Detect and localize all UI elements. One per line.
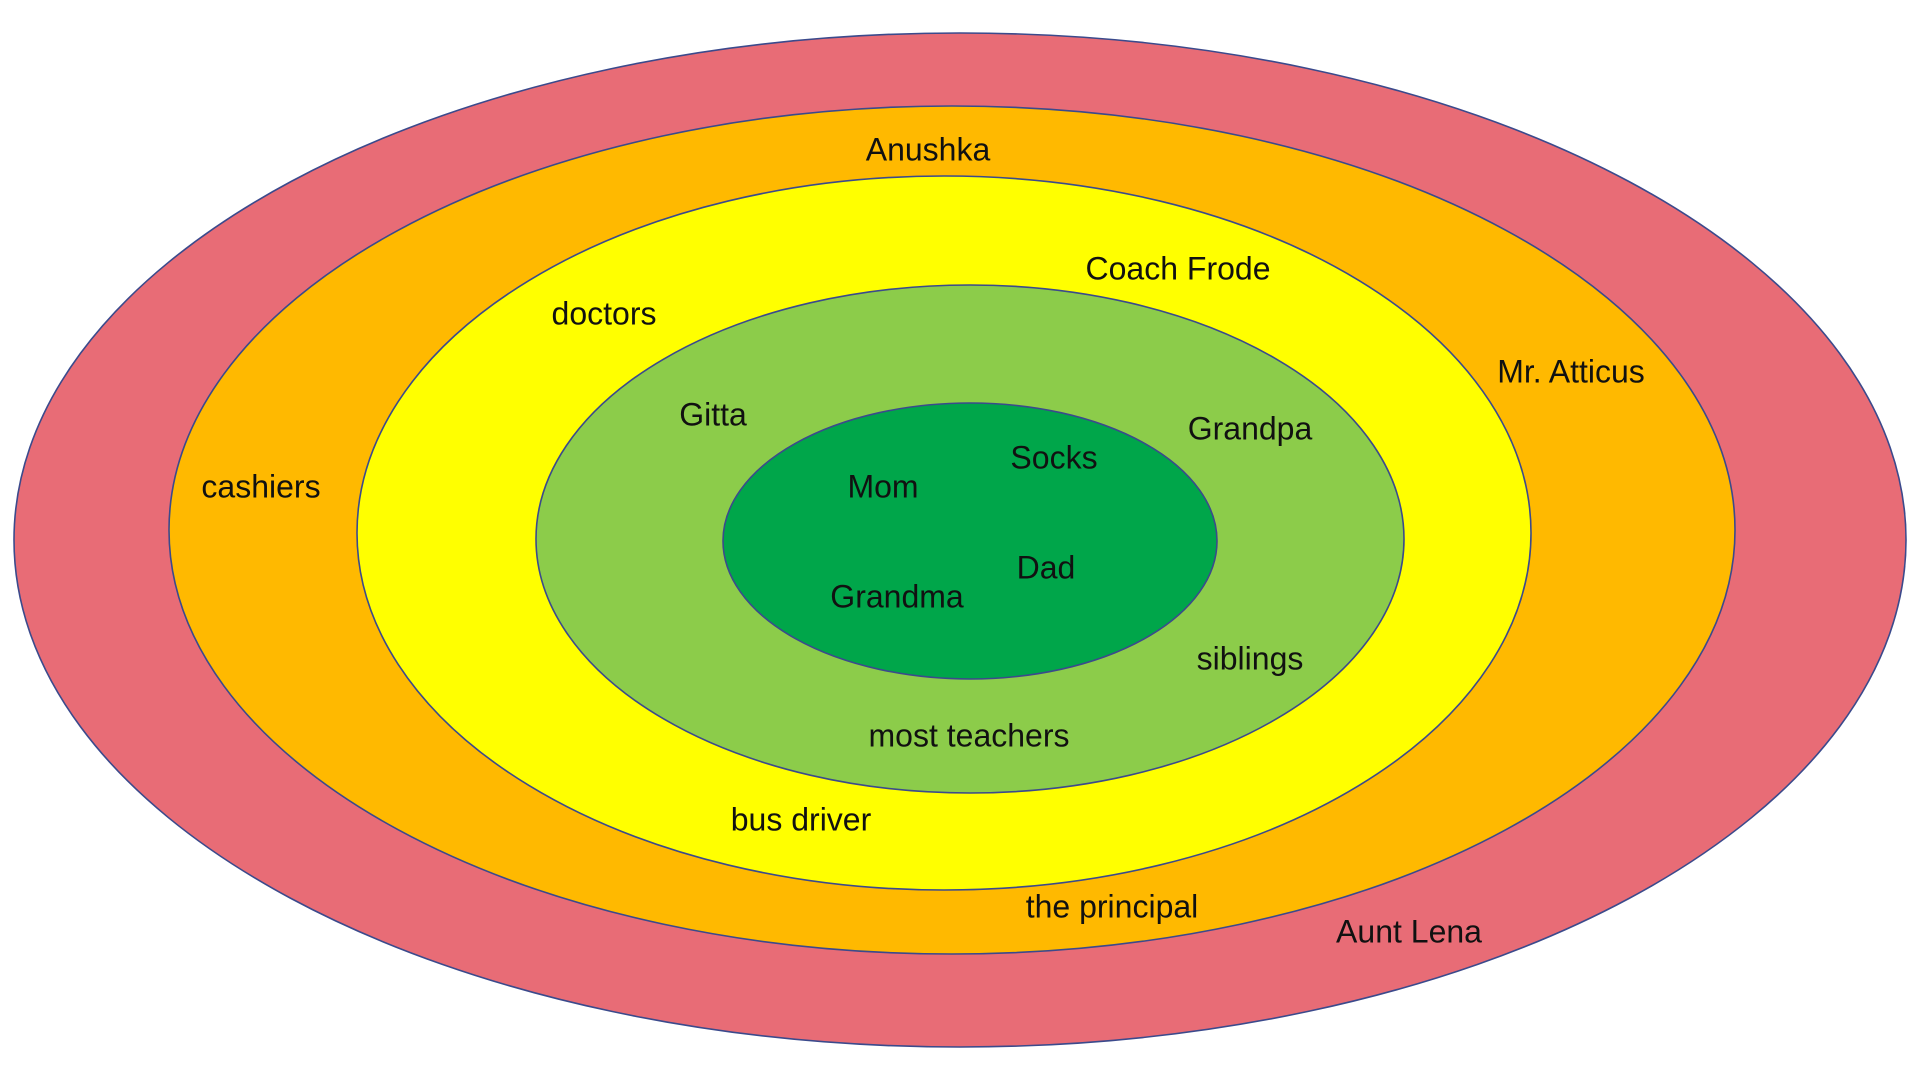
label-grandpa: Grandpa [1188, 410, 1313, 446]
labels: Anushka Coach Frode doctors Mr. Atticus … [201, 131, 1644, 949]
label-mr-atticus: Mr. Atticus [1497, 353, 1645, 389]
inner-core [722, 402, 1218, 680]
label-coach-frode: Coach Frode [1086, 250, 1271, 286]
label-the-principal: the principal [1026, 888, 1199, 924]
label-bus-driver: bus driver [731, 801, 872, 837]
label-doctors: doctors [552, 295, 657, 331]
label-most-teachers: most teachers [869, 717, 1070, 753]
label-dad: Dad [1017, 549, 1076, 585]
rings [13, 32, 1907, 1048]
label-cashiers: cashiers [201, 468, 320, 504]
label-aunt-lena: Aunt Lena [1336, 913, 1482, 949]
label-anushka: Anushka [866, 131, 991, 167]
label-gitta: Gitta [679, 396, 747, 432]
label-grandma: Grandma [830, 578, 964, 614]
label-socks: Socks [1010, 439, 1097, 475]
label-mom: Mom [847, 468, 918, 504]
label-siblings: siblings [1197, 640, 1304, 676]
